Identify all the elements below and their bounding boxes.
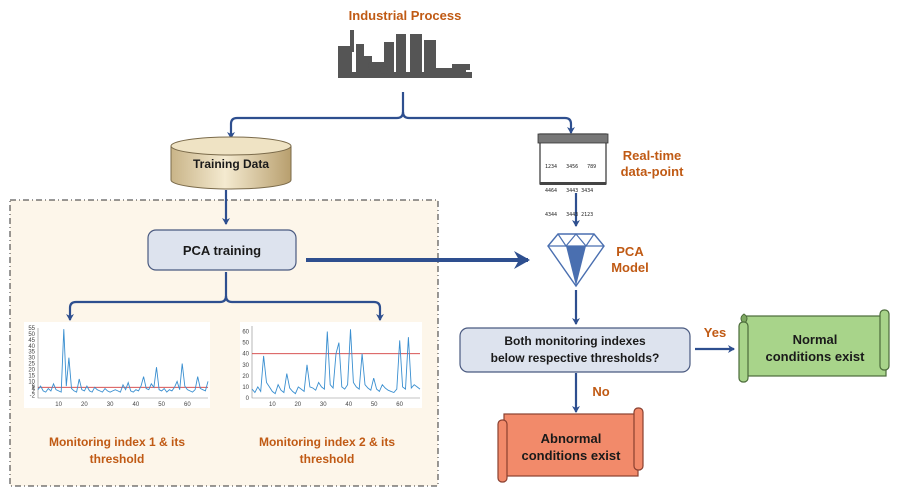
x-tick-label: 40	[345, 402, 352, 408]
chart2-caption-line-1: Monitoring index 2 & its	[258, 435, 395, 449]
normal-conditions-scroll	[738, 309, 890, 383]
normal-label: Normal conditions exist	[748, 331, 882, 365]
y-tick-label: 50	[28, 332, 35, 338]
abnormal-conditions-scroll	[497, 407, 644, 483]
plant-to-realtime-line	[401, 111, 575, 134]
chart1-caption-line-2: threshold	[89, 452, 145, 466]
decision-box	[459, 327, 691, 373]
y-tick-label: 2	[32, 389, 36, 395]
y-tick-label: 50	[242, 341, 249, 347]
realtime-line-2: data-point	[620, 164, 684, 179]
x-tick-label: 20	[81, 402, 88, 408]
data-row: 1234 3456 789	[545, 164, 597, 170]
x-tick-label: 60	[184, 402, 191, 408]
pca-model-icon	[547, 233, 605, 288]
pca-training-branch-right	[224, 295, 384, 321]
x-tick-label: 40	[133, 402, 140, 408]
series-line	[37, 329, 209, 393]
chart1-caption-line-1: Monitoring index 1 & its	[48, 435, 185, 449]
x-tick-label: 20	[294, 402, 301, 408]
x-tick-label: 50	[158, 402, 165, 408]
abnormal-line-2: conditions exist	[521, 448, 621, 463]
pca-model-label: PCA Model	[608, 244, 652, 276]
yes-label: Yes	[703, 325, 727, 340]
y-tick-label: 40	[28, 344, 35, 350]
y-tick-label: 45	[28, 338, 35, 344]
x-tick-label: 50	[371, 402, 378, 408]
x-tick-label: 10	[55, 402, 62, 408]
realtime-label: Real-time data-point	[612, 148, 692, 180]
series-line	[251, 329, 421, 395]
y-tick-label: 30	[242, 363, 249, 369]
data-row: 4344 3443 2123	[545, 212, 594, 218]
normal-line-2: conditions exist	[765, 349, 865, 364]
y-tick-label: 40	[242, 352, 249, 358]
y-tick-label: 0	[246, 396, 250, 402]
pca-model-line-2: Model	[611, 260, 649, 275]
realtime-line-1: Real-time	[622, 148, 682, 163]
pca-training-box	[147, 229, 297, 271]
pca-training-label: PCA training	[182, 243, 262, 258]
y-tick-label: 25	[28, 362, 35, 368]
x-tick-label: 60	[396, 402, 403, 408]
pca-model-line-1: PCA	[616, 244, 644, 259]
normal-line-1: Normal	[792, 332, 838, 347]
abnormal-line-1: Abnormal	[540, 431, 602, 446]
y-tick-label: 6	[32, 384, 36, 390]
chart2-caption-line-2: threshold	[299, 452, 355, 466]
title-industrial-process: Industrial Process	[348, 8, 462, 23]
decision-label: Both monitoring indexes below respective…	[460, 333, 690, 367]
x-tick-label: 30	[107, 402, 114, 408]
training-data-label: Training Data	[192, 157, 269, 171]
y-tick-label: 10	[242, 385, 249, 391]
industrial-plant-icon	[338, 30, 472, 78]
y-tick-label: 15	[28, 373, 35, 379]
decision-line-2: below respective thresholds?	[490, 351, 660, 365]
y-tick-label: 55	[28, 326, 35, 332]
x-tick-label: 30	[320, 402, 327, 408]
y-tick-label: 30	[28, 356, 35, 362]
data-row: 4464 3443 3434	[545, 188, 594, 194]
training-data-cylinder	[170, 136, 292, 190]
chart1-caption: Monitoring index 1 & its threshold	[24, 434, 210, 468]
chart-monitoring-index-2: 0 10 20 30 40 50 60 10 20 30 40 50 60	[240, 322, 422, 408]
chart2-caption: Monitoring index 2 & its threshold	[232, 434, 422, 468]
abnormal-label: Abnormal conditions exist	[506, 430, 636, 464]
chart-axis	[37, 328, 208, 399]
y-tick-label: 20	[242, 374, 249, 380]
y-tick-label: -2	[30, 394, 36, 400]
realtime-data-sheet	[537, 133, 609, 185]
chart-axis	[251, 326, 420, 399]
decision-line-1: Both monitoring indexes	[504, 334, 646, 348]
y-tick-label: 60	[242, 330, 249, 336]
y-tick-label: 35	[28, 350, 35, 356]
y-tick-label: 4	[32, 387, 36, 393]
no-label: No	[592, 384, 610, 399]
y-tick-label: 10	[28, 379, 35, 385]
y-tick-label: 20	[28, 368, 35, 374]
plant-stem-line	[227, 92, 405, 139]
realtime-data-rows: 1234 3456 789 4464 3443 3434 4344 3443 2…	[545, 147, 596, 227]
x-tick-label: 10	[269, 402, 276, 408]
